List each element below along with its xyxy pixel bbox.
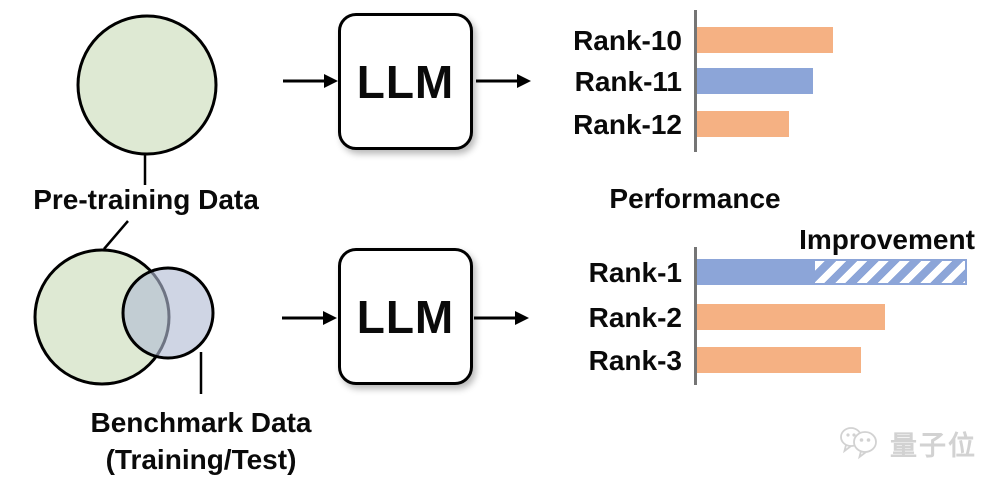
chat-bubbles-icon <box>840 427 877 460</box>
llm-box-bottom: LLM <box>338 248 473 385</box>
bar-rank-3 <box>697 347 861 373</box>
watermark-text: 量子位 <box>890 430 977 461</box>
rank-12-label: Rank-12 <box>573 109 682 140</box>
pretraining-data-circle <box>76 14 218 156</box>
llm-label: LLM <box>356 55 455 108</box>
bar-rank-12 <box>697 111 789 137</box>
performance-title: Performance <box>609 183 781 214</box>
bar-rank-1 <box>697 259 813 285</box>
llm-box-top: LLM <box>338 13 473 150</box>
rank-1-label: Rank-1 <box>588 257 682 288</box>
improvement-title: Improvement <box>799 224 975 255</box>
bar-rank-11 <box>697 68 813 94</box>
pretraining-to-venn-leader-line <box>103 220 129 250</box>
llm-label: LLM <box>356 290 455 343</box>
qbitai-watermark: 量子位 <box>838 420 1004 466</box>
rank-2-label: Rank-2 <box>588 302 682 333</box>
bottom-output-arrow <box>474 311 529 325</box>
top-input-arrow <box>283 74 338 88</box>
bottom-input-arrow <box>282 311 337 325</box>
rank-11-label: Rank-11 <box>574 66 682 97</box>
bar-rank-1-improvement-hatched <box>813 259 967 285</box>
bar-rank-2 <box>697 304 885 330</box>
benchmark-data-label-line1: Benchmark Data <box>90 407 312 438</box>
bottom-chart-axis <box>694 247 697 385</box>
benchmark-data-label-line2: (Training/Test) <box>105 444 297 475</box>
pretraining-data-label: Pre-training Data <box>33 184 259 215</box>
top-chart-axis <box>694 10 697 152</box>
rank-10-label: Rank-10 <box>573 25 682 56</box>
top-output-arrow <box>476 74 531 88</box>
rank-3-label: Rank-3 <box>588 345 682 376</box>
bar-rank-10 <box>697 27 833 53</box>
venn-benchmark-circle <box>121 266 215 360</box>
benchmark-data-label: Benchmark Data (Training/Test) <box>72 404 330 478</box>
